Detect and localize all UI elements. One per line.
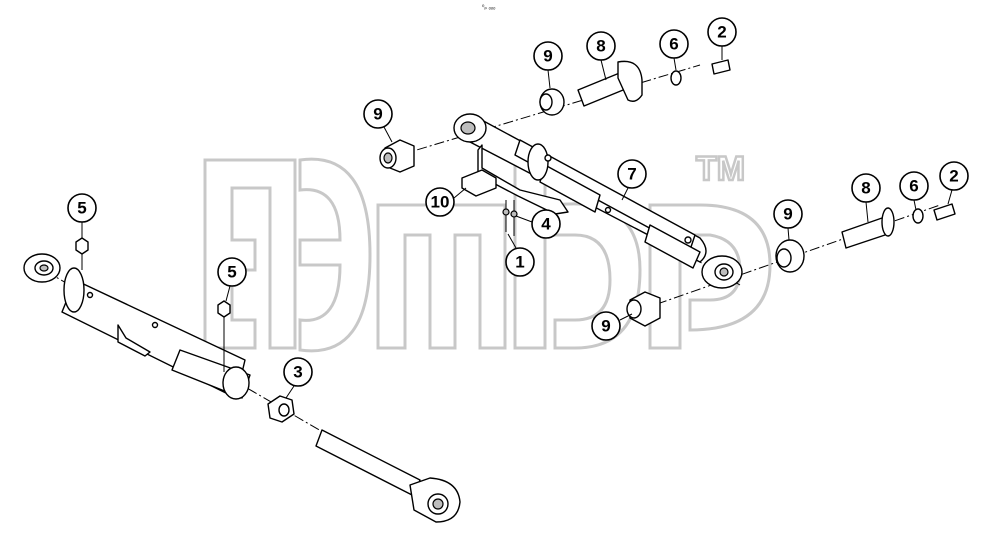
svg-text:9: 9 [783, 205, 792, 224]
washer-top [670, 70, 682, 86]
grease-nut-right [217, 300, 231, 318]
bolt-right [933, 203, 956, 221]
pin-right [841, 217, 889, 249]
svg-text:1: 1 [515, 253, 524, 272]
watermark-logo: TM [203, 149, 772, 353]
top-mark: ⁰ₚ ₒₒₒ [482, 4, 496, 11]
lower-link-disc [63, 267, 85, 313]
svg-text:9: 9 [373, 105, 382, 124]
svg-text:8: 8 [596, 37, 605, 56]
callout-9-right: 9 [773, 199, 803, 241]
spacer-block [461, 169, 497, 197]
svg-text:5: 5 [77, 199, 86, 218]
washer-part-4 [510, 210, 518, 218]
upper-link-assembly [379, 59, 956, 327]
svg-text:6: 6 [909, 177, 918, 196]
callout-6-top: 6 [659, 29, 689, 71]
washer-right [912, 208, 924, 224]
svg-text:9: 9 [601, 317, 610, 336]
mounting-bracket [477, 144, 569, 215]
callout-7: 7 [617, 159, 647, 201]
svg-text:8: 8 [861, 179, 870, 198]
callout-9-bottom: 9 [591, 311, 633, 341]
svg-text:9: 9 [543, 47, 552, 66]
callout-5-left: 5 [67, 193, 97, 238]
callout-8-right: 8 [851, 173, 881, 223]
svg-text:2: 2 [949, 167, 958, 186]
svg-text:3: 3 [293, 363, 302, 382]
callout-6-right: 6 [899, 171, 929, 211]
svg-text:2: 2 [717, 23, 726, 42]
svg-text:6: 6 [669, 35, 678, 54]
callout-1: 1 [505, 233, 535, 277]
svg-text:10: 10 [431, 193, 450, 212]
grease-nut-left [75, 237, 89, 255]
callout-8-top: 8 [586, 31, 616, 81]
bolt-top [711, 59, 731, 75]
callouts: 9 8 6 2 9 7 10 [67, 17, 969, 399]
callout-3: 3 [283, 357, 313, 399]
upper-link-disc [527, 143, 549, 181]
bolt-part-1 [502, 208, 510, 216]
threaded-rod [315, 429, 421, 497]
callout-5-right: 5 [217, 257, 247, 302]
svg-text:7: 7 [627, 165, 636, 184]
callout-2-right: 2 [939, 161, 969, 205]
callout-10: 10 [425, 187, 467, 217]
callout-9-top: 9 [533, 41, 563, 89]
callout-9-upper-left: 9 [363, 99, 393, 143]
svg-text:4: 4 [541, 215, 551, 234]
callout-2-top: 2 [707, 17, 737, 60]
trademark-mark: TM [696, 150, 745, 188]
svg-text:5: 5 [227, 263, 236, 282]
callout-4: 4 [515, 209, 561, 239]
